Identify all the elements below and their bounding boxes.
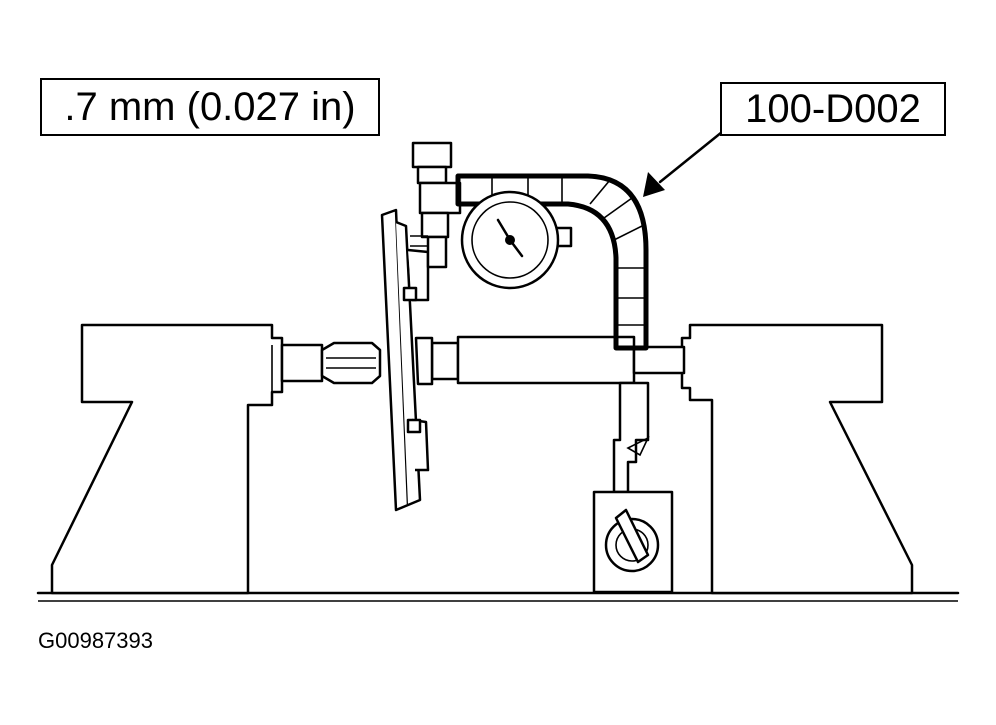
tool-leader-arrow [643, 130, 724, 197]
right-support [680, 323, 914, 595]
left-support [50, 323, 284, 595]
brake-rotor [380, 208, 434, 512]
indicator-clamp [410, 141, 462, 269]
left-shaft [280, 341, 382, 385]
runout-specification-label: .7 mm (0.027 in) [40, 78, 380, 136]
magnetic-base [592, 490, 674, 594]
stand-post [612, 381, 650, 494]
figure-id: G00987393 [38, 628, 153, 653]
tool-number-label: 100-D002 [720, 82, 946, 136]
dial-indicator [460, 190, 573, 290]
arbor-cylinder [430, 335, 686, 385]
